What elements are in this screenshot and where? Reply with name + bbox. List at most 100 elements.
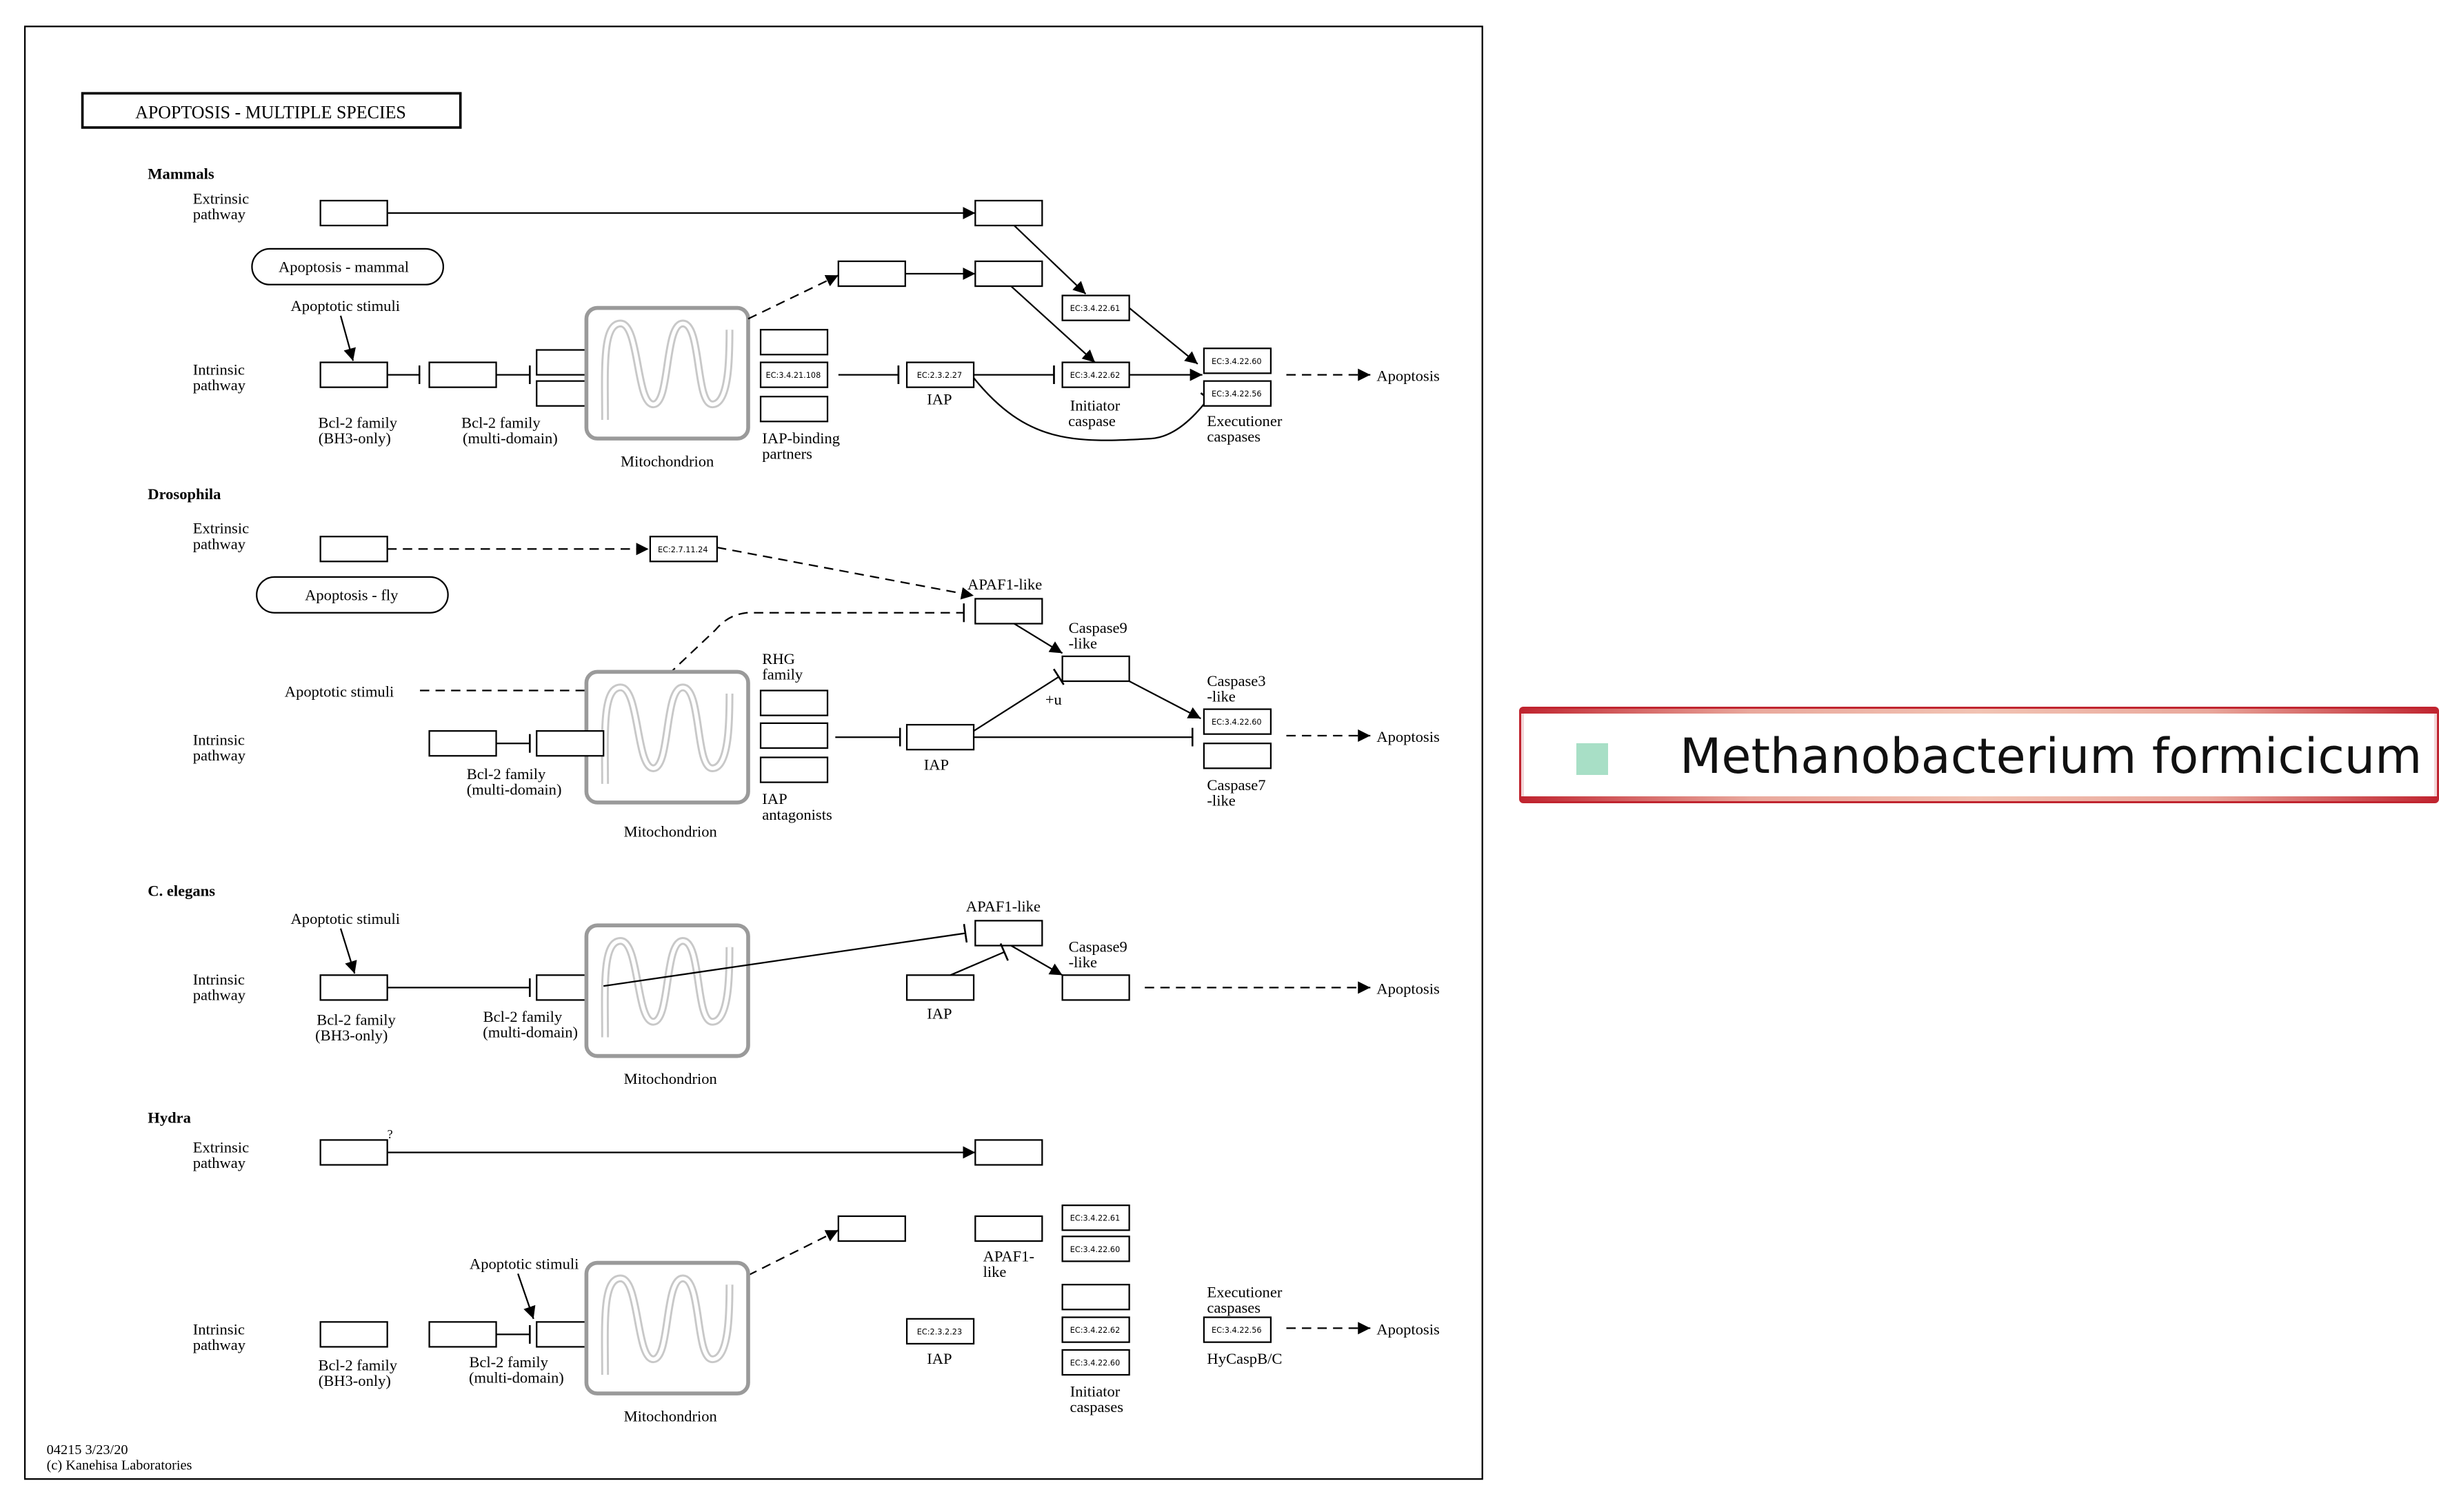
section-heading-celegans: C. elegans xyxy=(148,882,215,899)
gene-box[interactable] xyxy=(319,1321,388,1348)
apaf1-like-label: like xyxy=(983,1263,1007,1280)
ec-number: EC:3.4.22.56 xyxy=(1212,1326,1262,1335)
ec-number: EC:2.3.2.27 xyxy=(917,371,962,380)
gene-box[interactable] xyxy=(1061,1284,1130,1311)
enzyme-box[interactable] xyxy=(1061,1349,1130,1376)
map-link-label: Apoptosis - mammal xyxy=(279,259,409,276)
gene-box[interactable] xyxy=(319,361,388,388)
mitochondrion-label: Mitochondrion xyxy=(624,823,717,840)
caspase3-like-label: -like xyxy=(1207,687,1235,705)
apoptotic-stimuli-label: Apoptotic stimuli xyxy=(291,297,400,314)
section-heading-mammals: Mammals xyxy=(148,165,214,182)
enzyme-box[interactable] xyxy=(759,361,829,388)
gene-box[interactable] xyxy=(837,260,906,288)
iap-label: IAP xyxy=(924,756,949,774)
bcl2-multi-label: Bcl-2 family xyxy=(467,765,546,783)
mitochondrion-label: Mitochondrion xyxy=(624,1070,717,1087)
legend-border-bottom xyxy=(1521,796,2437,801)
gene-box[interactable] xyxy=(905,974,975,1001)
gene-box[interactable] xyxy=(759,329,829,356)
gene-box[interactable] xyxy=(974,598,1043,625)
initiator-caspases-label: Initiator xyxy=(1070,1383,1121,1400)
legend-border-top xyxy=(1521,709,2437,714)
extrinsic-label: pathway xyxy=(193,535,246,552)
bcl2-bh3-label: (BH3-only) xyxy=(319,430,391,447)
mitochondrion-label: Mitochondrion xyxy=(624,1408,717,1425)
gene-box[interactable] xyxy=(536,730,605,757)
enzyme-box[interactable] xyxy=(1203,347,1272,374)
bcl2-bh3-label: Bcl-2 family xyxy=(317,1011,396,1029)
initiator-caspases-label: caspases xyxy=(1070,1398,1123,1415)
apaf1-like-label: APAF1-like xyxy=(966,898,1041,915)
copyright: (c) Kanehisa Laboratories xyxy=(47,1458,192,1473)
enzyme-box[interactable] xyxy=(905,1318,975,1345)
enzyme-box[interactable] xyxy=(1061,1316,1130,1343)
gene-box[interactable] xyxy=(759,689,829,716)
intrinsic-label: Intrinsic xyxy=(193,971,245,988)
mitochondrion-icon xyxy=(586,1263,748,1393)
gene-box[interactable] xyxy=(905,724,975,751)
apoptotic-stimuli-label: Apoptotic stimuli xyxy=(285,683,394,700)
gene-box[interactable] xyxy=(428,730,497,757)
gene-box[interactable] xyxy=(428,1321,497,1348)
gene-box[interactable] xyxy=(428,361,497,388)
gene-box[interactable] xyxy=(759,396,829,423)
bcl2-bh3-label: Bcl-2 family xyxy=(319,1356,398,1373)
extrinsic-label: Extrinsic xyxy=(193,190,249,207)
iap-antagonists-label: antagonists xyxy=(762,806,832,823)
initiator-caspase-label: caspase xyxy=(1068,412,1116,430)
bcl2-bh3-label: (BH3-only) xyxy=(319,1372,391,1389)
apoptotic-stimuli-label: Apoptotic stimuli xyxy=(291,910,400,927)
gene-box[interactable] xyxy=(974,920,1043,947)
mitochondrion-label: Mitochondrion xyxy=(621,453,714,470)
enzyme-box[interactable] xyxy=(1203,708,1272,735)
executioner-caspases-label: Executioner xyxy=(1207,412,1282,430)
gene-box[interactable] xyxy=(974,1139,1043,1166)
gene-box[interactable] xyxy=(974,1215,1043,1242)
gene-box[interactable] xyxy=(974,199,1043,227)
gene-box[interactable] xyxy=(319,974,388,1001)
bcl2-multi-label: Bcl-2 family xyxy=(469,1353,548,1371)
section-heading-hydra: Hydra xyxy=(148,1109,191,1127)
map-link-apoptosis-fly[interactable] xyxy=(256,576,449,614)
gene-box[interactable] xyxy=(759,756,829,783)
enzyme-box[interactable] xyxy=(905,361,975,388)
gene-box[interactable] xyxy=(1061,655,1130,683)
enzyme-box[interactable] xyxy=(1203,1316,1272,1343)
iap-label: IAP xyxy=(927,1005,952,1022)
gene-box[interactable] xyxy=(319,1139,388,1166)
gene-box[interactable] xyxy=(837,1215,906,1242)
enzyme-box[interactable] xyxy=(1203,380,1272,407)
gene-box[interactable] xyxy=(974,260,1043,288)
gene-box[interactable] xyxy=(1061,974,1130,1001)
gene-box[interactable] xyxy=(319,199,388,227)
bcl2-multi-label: Bcl-2 family xyxy=(461,414,541,431)
apoptosis-label: Apoptosis xyxy=(1376,367,1439,385)
mitochondrion-icon xyxy=(586,308,748,439)
bcl2-multi-label: Bcl-2 family xyxy=(483,1008,563,1025)
ec-number: EC:3.4.22.61 xyxy=(1070,1214,1121,1223)
gene-box[interactable] xyxy=(319,536,388,563)
apaf1-like-label: APAF1- xyxy=(983,1247,1034,1264)
gene-box[interactable] xyxy=(1203,743,1272,769)
intrinsic-label: Intrinsic xyxy=(193,361,245,379)
caspase9-like-label: Caspase9 xyxy=(1069,619,1127,636)
enzyme-box[interactable] xyxy=(1061,1204,1130,1231)
legend-organism-name: Methanobacterium formicicum xyxy=(1680,728,2422,785)
enzyme-box[interactable] xyxy=(649,536,719,563)
uncertain-mark: ? xyxy=(388,1127,393,1141)
intrinsic-label: pathway xyxy=(193,747,246,764)
bcl2-multi-label: (multi-domain) xyxy=(467,781,562,798)
bcl2-bh3-label: Bcl-2 family xyxy=(319,414,398,431)
executioner-caspases-label: caspases xyxy=(1207,428,1261,445)
ec-number: EC:3.4.22.56 xyxy=(1212,390,1262,399)
bcl2-multi-label: (multi-domain) xyxy=(469,1369,564,1386)
enzyme-box[interactable] xyxy=(1061,361,1130,388)
apoptosis-label: Apoptosis xyxy=(1376,728,1439,745)
map-link-apoptosis-mammal[interactable] xyxy=(251,248,445,285)
hycasp-label: HyCaspB/C xyxy=(1207,1350,1282,1367)
ec-number: EC:3.4.22.62 xyxy=(1070,1326,1121,1335)
enzyme-box[interactable] xyxy=(1061,1236,1130,1262)
gene-box[interactable] xyxy=(759,722,829,749)
